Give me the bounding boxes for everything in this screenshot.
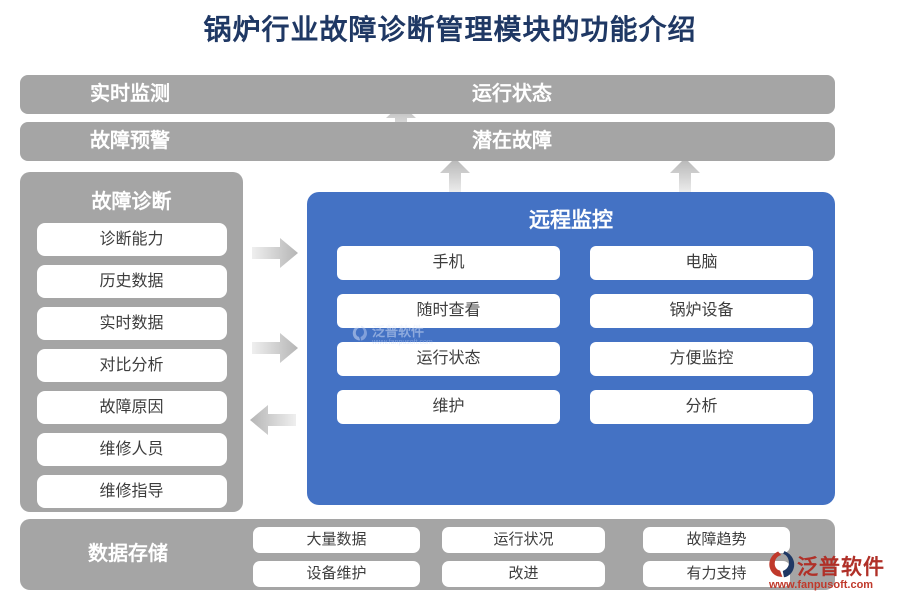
fanpu-logo-icon [769,551,795,578]
sidebar-item: 维修人员 [36,433,227,466]
storage-item: 改进 [442,561,605,587]
remote-item: 随时查看 [337,294,560,328]
remote-item: 锅炉设备 [590,294,813,328]
sidebar-item: 维修指导 [36,475,227,508]
sidebar-item: 诊断能力 [36,223,227,256]
left-arrow-icon [250,405,296,435]
bar-label-realtime: 实时监测 [90,83,170,105]
storage-item: 故障趋势 [643,527,790,553]
remote-left-column: 手机 随时查看 运行状态 维护 [337,246,560,424]
up-arrow-icon [440,158,470,194]
remote-item: 手机 [337,246,560,280]
remote-item: 方便监控 [590,342,813,376]
fault-diagnosis-panel: 故障诊断 诊断能力 历史数据 实时数据 对比分析 故障原因 维修人员 维修指导 [20,172,243,512]
remote-right-column: 电脑 锅炉设备 方便监控 分析 [590,246,813,424]
brand-logo: 泛普软件 www.fanpusoft.com [768,550,898,596]
remote-monitoring-title: 远程监控 [529,208,613,232]
bar-label-running-state: 运行状态 [472,83,552,105]
remote-item: 电脑 [590,246,813,280]
sidebar-item: 对比分析 [36,349,227,382]
fault-diagnosis-title: 故障诊断 [91,191,172,213]
sidebar-item: 故障原因 [36,391,227,424]
brand-name: 泛普软件 [797,555,885,579]
bar-label-fault-warning: 故障预警 [90,130,170,152]
bar-label-potential-fault: 潜在故障 [472,130,552,152]
storage-item: 有力支持 [643,561,790,587]
remote-item: 维护 [337,390,560,424]
remote-monitoring-panel: 远程监控 手机 随时查看 运行状态 维护 电脑 锅炉设备 方便监控 分析 泛普软… [307,192,835,505]
right-arrow-icon [252,238,298,268]
data-storage-bar: 数据存储 大量数据 运行状况 故障趋势 设备维护 改进 有力支持 [20,519,835,590]
fault-warning-bar: 故障预警 潜在故障 [20,122,835,161]
right-arrow-icon [252,333,298,363]
page-title: 锅炉行业故障诊断管理模块的功能介绍 [203,15,697,46]
storage-item: 大量数据 [253,527,420,553]
sidebar-item: 实时数据 [36,307,227,340]
realtime-monitoring-bar: 实时监测 运行状态 [20,75,835,114]
storage-item: 运行状况 [442,527,605,553]
storage-item: 设备维护 [253,561,420,587]
data-storage-title: 数据存储 [88,543,168,565]
sidebar-item: 历史数据 [36,265,227,298]
brand-url: www.fanpusoft.com [769,579,874,591]
remote-item: 运行状态 [337,342,560,376]
up-arrow-icon [670,158,700,194]
fault-diagnosis-items: 诊断能力 历史数据 实时数据 对比分析 故障原因 维修人员 维修指导 [20,223,243,508]
remote-item: 分析 [590,390,813,424]
